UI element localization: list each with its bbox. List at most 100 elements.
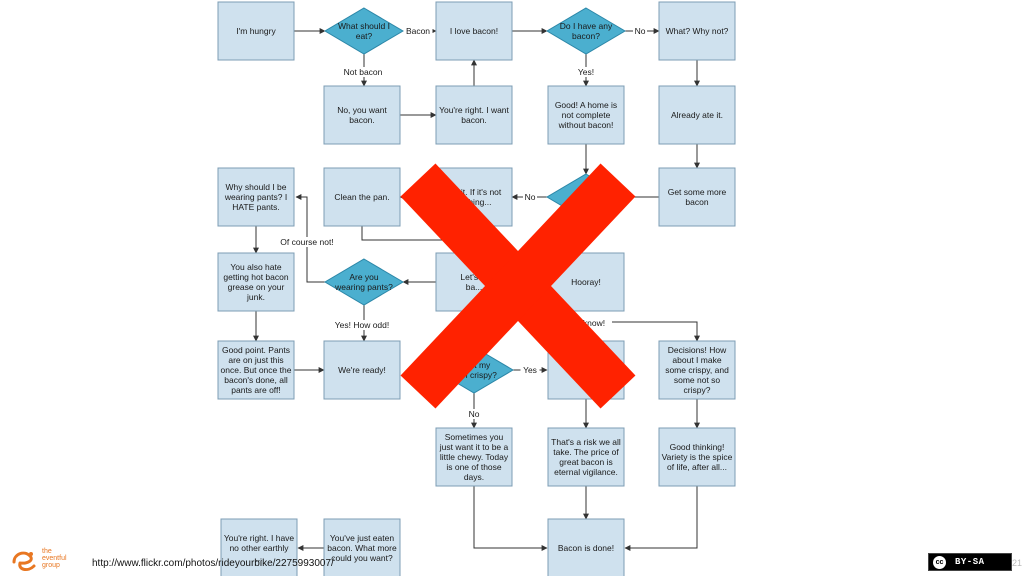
source-url-link[interactable]: http://www.flickr.com/photos/rideyourbik… [92,558,334,569]
creative-commons-icon: cc [932,554,947,570]
node-text-line: of life, after all... [667,462,727,472]
node-text-line: We're ready! [338,365,386,375]
node-text-line: Variety is the spice [662,452,733,462]
decision-diamond [324,7,404,55]
node-text-line: once. But once the [221,365,292,375]
node-text-line: pants are off! [231,385,280,395]
edge-label-not-bacon: Not bacon [344,67,383,77]
node-text-line: Are you [349,272,379,282]
node-text-line: Sometimes you [445,432,504,442]
edge-label-no-middle: No [525,192,536,202]
process-box [435,1,513,61]
edge-label-bg [270,237,344,247]
process-box [323,85,401,145]
edge [612,321,700,342]
node-text-line: ... thing... [457,197,492,207]
node-text-line: ...mit. If it's not [447,187,502,197]
process-box [547,427,625,487]
process-box [435,85,513,145]
node-text-line: take. The price of [553,447,619,457]
node-text-line: bacon's done, all [224,375,288,385]
edge-label-know: know! [583,318,605,328]
decision-diamond [324,258,404,306]
node-text-line: little chewy. Today [440,452,509,462]
node-text-line: some not so [674,375,721,385]
node-text-line: You're right. I have [224,533,295,543]
process-box [217,340,295,400]
edge-label-bg [520,365,540,375]
eventful-group-logo: the eventful group [10,546,90,574]
node-were-ready: We're ready! [323,340,401,400]
decision-diamond [546,7,626,55]
node-text-line: You also hate [230,262,281,272]
logo-word-2: eventful [42,555,67,562]
node-text-line: bacon [685,197,708,207]
node-text-line: What? Why not? [666,26,729,36]
process-box [658,1,736,61]
edge-label-yes-crispy: Yes [523,365,537,375]
node-text-line: bacon? [572,31,600,41]
node-text-line: great bacon is [559,457,612,467]
process-box [658,167,736,227]
node-text-line: days. [464,472,484,482]
node-bacon-is-done: Bacon is done! [547,518,625,576]
node-text-line: Good point. Pants [222,345,290,355]
node-text-line: Hooray! [571,277,601,287]
node-text-line: Good! A home is [555,100,617,110]
edge-label-yes-how-odd: Yes! How odd! [335,320,390,330]
logo-text: the eventful group [42,548,67,569]
node-text-line: HATE pants. [232,202,280,212]
eventful-e-icon [12,551,36,572]
node-i-love-bacon: I love bacon! [435,1,513,61]
process-box [547,518,625,576]
edge-label-bg [574,67,598,77]
node-text-line: Let's ... [460,272,487,282]
node-clean-the-pan: Clean the pan. [323,167,401,227]
node-text-line: I'm hungry [236,26,276,36]
process-box [547,85,625,145]
edge-label-bacon: Bacon [406,26,430,36]
node-text-line: That's a risk we all [551,437,621,447]
edge-label-no-crispy: No [469,409,480,419]
edge [624,486,698,551]
license-type: BY-SA [955,557,985,567]
node-text-line: What should I [338,21,390,31]
node-text-line: Already ate it. [671,110,723,120]
red-x-overlay [400,163,636,409]
node-text-line: without bacon! [558,120,614,130]
edge-label-no-top: No [635,26,646,36]
node-text-line: Decisions! How [668,345,727,355]
node-text-line: Clean the pan. [334,192,389,202]
node-text-line: is one of those [446,462,502,472]
node-text-line: bacon. [461,115,487,125]
node-text-line: You're right. I want [439,105,509,115]
node-text-line: grease on your [228,282,285,292]
process-box [217,167,295,227]
node-text-line: I love bacon! [450,26,498,36]
red-x-bar-2 [400,163,636,409]
node-text-line: just want it to be a [439,442,509,452]
node-text-line: Good thinking! [670,442,725,452]
edge-label-bg [403,26,433,36]
edge-label-bg [523,192,537,202]
node-text-line: You've just eaten [330,533,394,543]
node-im-hungry: I'm hungry [217,1,295,61]
node-text-line: Bacon is done! [558,543,614,553]
page-number: 21 [1012,558,1023,568]
node-text-line: wearing pants? I [224,192,287,202]
node-text-line: about I make [672,355,721,365]
cc-license-badge[interactable]: cc BY-SA [928,553,1012,571]
process-box [323,340,401,400]
node-text-line: not complete [562,110,611,120]
node-already-ate-it: Already ate it. [658,85,736,145]
